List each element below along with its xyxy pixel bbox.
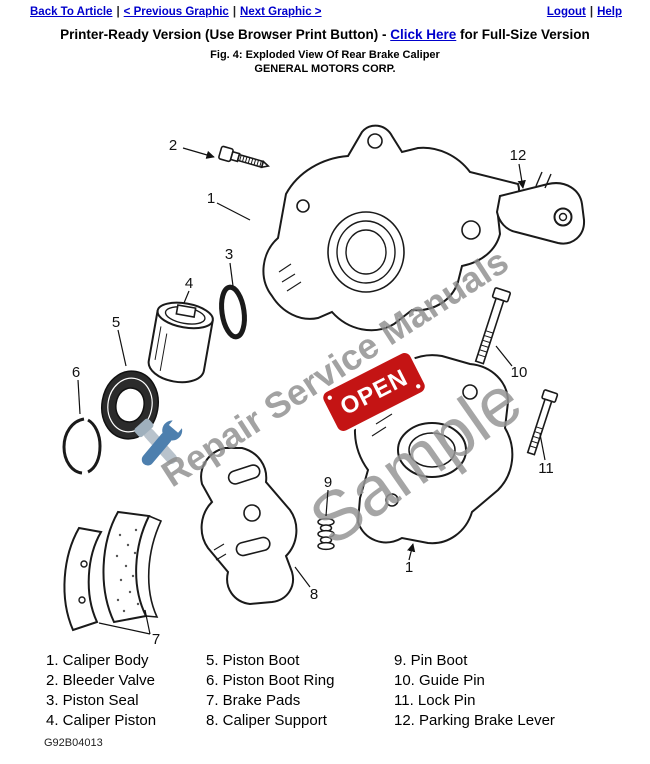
company-name: GENERAL MOTORS CORP. xyxy=(254,63,396,75)
legend-item-pin-boot: 9. Pin Boot xyxy=(394,652,468,669)
leader-line-5 xyxy=(117,329,127,367)
caliper-body-part xyxy=(262,124,520,332)
legend-column-1: 1. Caliper Body 2. Bleeder Valve 3. Pist… xyxy=(46,651,156,731)
legend-item-piston-boot-ring: 6. Piston Boot Ring xyxy=(206,672,335,689)
callout-9-label: 9 xyxy=(324,474,332,491)
callout-10-label: 10 xyxy=(511,364,528,381)
pin-boot-part xyxy=(317,517,335,551)
leader-line-9 xyxy=(325,489,329,517)
leader-line-1-bottom xyxy=(407,543,416,561)
callout-8-label: 8 xyxy=(310,586,318,603)
back-to-article-link[interactable]: Back To Article xyxy=(30,6,113,18)
leader-line-6 xyxy=(77,379,81,415)
callout-5-label: 5 xyxy=(112,314,120,331)
legend-item-caliper-support: 8. Caliper Support xyxy=(206,712,327,729)
tools-watermark-icon xyxy=(134,415,186,466)
callout-7-label: 7 xyxy=(152,631,160,648)
legend-item-bleeder-valve: 2. Bleeder Valve xyxy=(46,672,155,689)
logout-link[interactable]: Logout xyxy=(546,6,586,18)
nav-separator: | xyxy=(116,6,120,18)
printer-ready-suffix: for Full-Size Version xyxy=(456,27,590,42)
callout-1-top-label: 1 xyxy=(207,190,215,207)
leader-line-7 xyxy=(98,609,151,635)
leader-line-10 xyxy=(495,345,513,367)
legend-item-guide-pin: 10. Guide Pin xyxy=(394,672,485,689)
previous-graphic-link[interactable]: < Previous Graphic xyxy=(123,6,229,18)
piston-boot-ring-part xyxy=(62,417,102,475)
printer-ready-line: Printer-Ready Version (Use Browser Print… xyxy=(0,27,650,42)
bleeder-valve-part xyxy=(218,145,270,169)
nav-separator: | xyxy=(232,6,237,18)
next-graphic-link[interactable]: Next Graphic > xyxy=(240,6,322,18)
help-link[interactable]: Help xyxy=(597,6,622,18)
caliper-support-part xyxy=(200,447,298,606)
nav-right: Logout|Help xyxy=(547,6,622,18)
parking-brake-lever-part xyxy=(495,171,586,245)
callout-2-label: 2 xyxy=(169,137,177,154)
printer-ready-prefix: Printer-Ready Version (Use Browser Print… xyxy=(60,27,391,42)
full-size-version-link[interactable]: Click Here xyxy=(390,27,457,42)
leader-line-3 xyxy=(229,262,234,287)
callout-leader-lines xyxy=(77,147,546,635)
brake-pads-part xyxy=(63,510,163,632)
nav-separator: | xyxy=(589,6,594,18)
nav-left: Back To Article|< Previous Graphic|Next … xyxy=(30,6,322,18)
legend-item-piston-seal: 3. Piston Seal xyxy=(46,692,139,709)
callout-labels: 2 1 12 3 4 5 6 9 10 11 8 7 1 xyxy=(72,137,554,648)
legend-item-piston-boot: 5. Piston Boot xyxy=(206,652,300,669)
callout-3-label: 3 xyxy=(225,246,233,263)
callout-1-bottom-label: 1 xyxy=(405,559,413,576)
leader-line-2 xyxy=(182,147,215,159)
figure-title: Fig. 4: Exploded View Of Rear Brake Cali… xyxy=(210,49,440,61)
legend-column-2: 5. Piston Boot 6. Piston Boot Ring 7. Br… xyxy=(206,651,334,731)
caliper-piston-part xyxy=(147,301,214,384)
legend-item-caliper-piston: 4. Caliper Piston xyxy=(46,712,157,729)
figure-id: G92B04013 xyxy=(44,737,103,749)
callout-11-label: 11 xyxy=(538,460,554,477)
legend-item-caliper-body: 1. Caliper Body xyxy=(46,652,149,669)
guide-pin-part xyxy=(474,287,511,365)
legend-item-parking-brake-lever: 12. Parking Brake Lever xyxy=(394,712,555,729)
callout-6-label: 6 xyxy=(72,364,80,381)
legend-item-lock-pin: 11. Lock Pin xyxy=(394,692,476,709)
leader-line-1-top xyxy=(216,202,251,221)
leader-line-4 xyxy=(183,290,190,304)
leader-line-12 xyxy=(517,163,526,189)
callout-4-label: 4 xyxy=(185,275,193,292)
parts-legend: 1. Caliper Body 2. Bleeder Valve 3. Pist… xyxy=(0,651,650,735)
piston-seal-part xyxy=(219,284,247,340)
legend-item-brake-pads: 7. Brake Pads xyxy=(206,692,301,709)
callout-12-label: 12 xyxy=(510,147,527,164)
legend-column-3: 9. Pin Boot 10. Guide Pin 11. Lock Pin 1… xyxy=(394,651,555,731)
pad-friction-dots xyxy=(115,528,140,613)
top-nav: Back To Article|< Previous Graphic|Next … xyxy=(30,6,622,18)
lock-pin-part xyxy=(526,389,559,456)
leader-line-11 xyxy=(539,433,546,461)
leader-line-8 xyxy=(294,566,311,588)
